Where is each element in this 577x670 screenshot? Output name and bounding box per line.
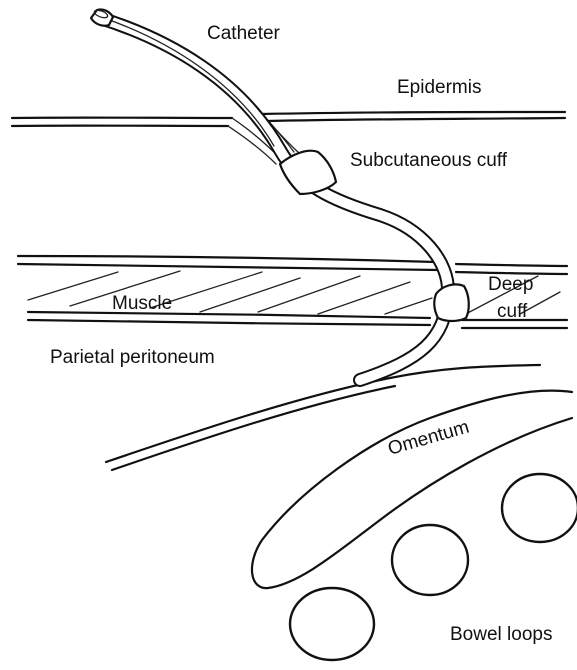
label-deep-cuff-line2: cuff xyxy=(497,301,528,322)
subcutaneous-cuff-shape xyxy=(280,151,336,194)
label-subcutaneous-cuff: Subcutaneous cuff xyxy=(350,150,508,171)
label-epidermis: Epidermis xyxy=(397,77,481,98)
label-parietal-peritoneum: Parietal peritoneum xyxy=(50,347,215,368)
muscle-hatching xyxy=(28,271,560,316)
muscle-layer xyxy=(18,256,567,328)
label-catheter: Catheter xyxy=(207,23,281,44)
deep-cuff-shape xyxy=(434,284,469,321)
bowel-loop-3 xyxy=(290,588,374,660)
label-omentum: Omentum xyxy=(386,417,472,460)
label-deep-cuff-line1: Deep xyxy=(488,274,533,295)
parietal-peritoneum-line xyxy=(106,365,540,470)
label-muscle: Muscle xyxy=(112,293,172,314)
label-bowel-loops: Bowel loops xyxy=(450,624,552,645)
catheter-tip xyxy=(91,9,113,26)
bowel-loop-1 xyxy=(502,474,577,542)
bowel-loop-2 xyxy=(392,525,468,595)
